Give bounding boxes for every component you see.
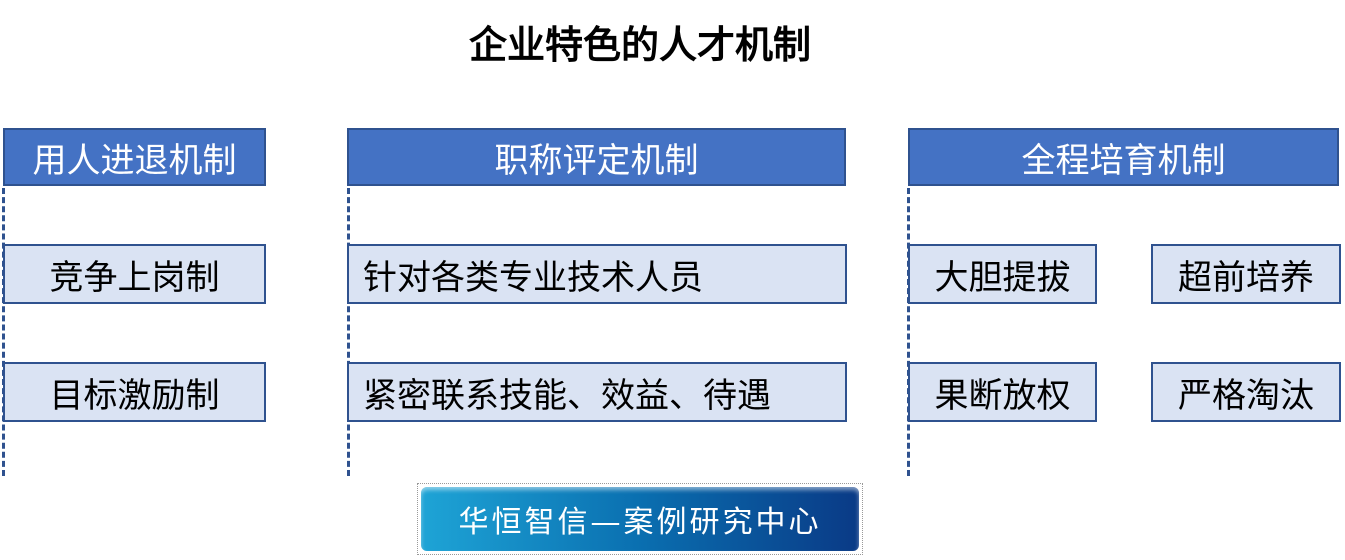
header-training-mechanism: 全程培育机制 — [908, 128, 1339, 186]
list-item: 紧密联系技能、效益、待遇 — [347, 362, 847, 422]
page-title: 企业特色的人才机制 — [468, 25, 811, 67]
list-item: 超前培养 — [1151, 244, 1341, 304]
list-item: 目标激励制 — [3, 362, 266, 422]
list-item: 果断放权 — [908, 362, 1097, 422]
footer-label: 华恒智信—案例研究中心 — [421, 487, 859, 551]
footer-banner: 华恒智信—案例研究中心 — [417, 483, 863, 555]
list-item: 大胆提拔 — [908, 244, 1097, 304]
connector-line — [347, 188, 350, 476]
connector-line — [2, 188, 5, 476]
list-item: 竞争上岗制 — [3, 244, 266, 304]
connector-line — [907, 188, 910, 476]
header-title-evaluation-mechanism: 职称评定机制 — [347, 128, 846, 186]
list-item: 严格淘汰 — [1151, 362, 1341, 422]
header-employment-mechanism: 用人进退机制 — [3, 128, 266, 186]
list-item: 针对各类专业技术人员 — [347, 244, 847, 304]
